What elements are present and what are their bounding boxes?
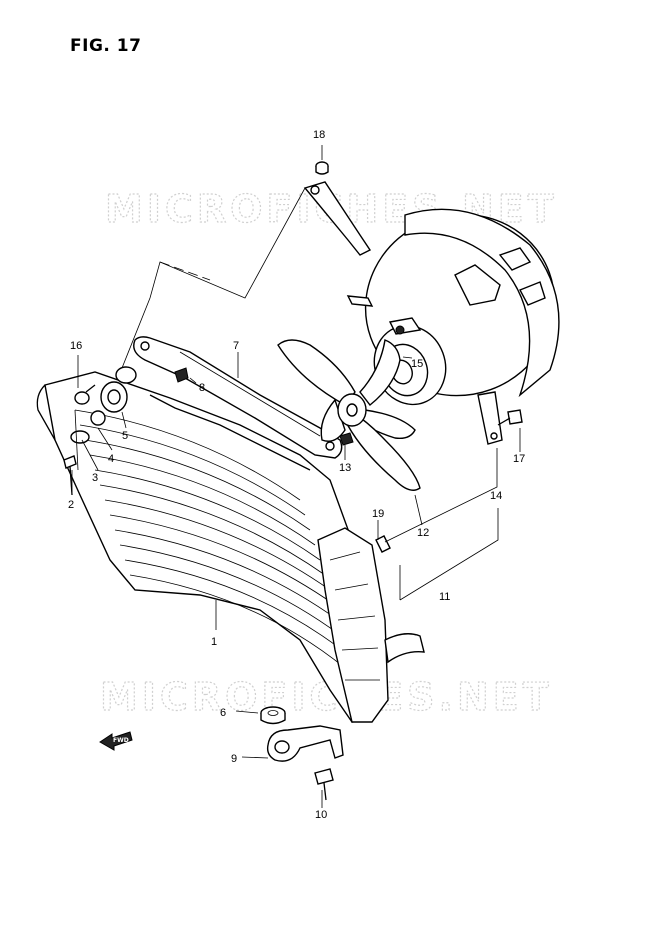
fan-blade <box>277 339 421 491</box>
callout-6: 6 <box>220 707 226 719</box>
callout-16: 16 <box>70 340 82 352</box>
callout-12: 12 <box>417 527 429 539</box>
callout-4: 4 <box>108 453 114 465</box>
callout-8: 8 <box>199 382 205 394</box>
watermark-bottom: MICROFICHES.NET <box>100 675 553 719</box>
callout-7: 7 <box>233 340 239 352</box>
callout-5: 5 <box>122 430 128 442</box>
radiator <box>36 371 425 723</box>
bracket-9 <box>266 725 344 762</box>
bolt-8 <box>174 367 189 383</box>
callout-19: 19 <box>372 508 384 520</box>
fwd-label: FWD <box>113 737 129 744</box>
bracket-7 <box>133 336 343 459</box>
figure-title: FIG. 17 <box>70 36 142 56</box>
callout-18: 18 <box>313 129 325 141</box>
callout-1: 1 <box>211 636 217 648</box>
nut-13 <box>339 432 354 446</box>
callouts: 1 2 3 4 5 6 7 8 9 10 11 12 13 14 15 16 1… <box>68 129 525 821</box>
bolt-10 <box>314 768 334 801</box>
fan-motor <box>373 317 447 406</box>
radiator-fins <box>74 409 346 669</box>
callout-3: 3 <box>92 472 98 484</box>
nut-18 <box>315 161 329 175</box>
callout-14: 14 <box>490 490 502 502</box>
callout-10: 10 <box>315 809 327 821</box>
bolt-17 <box>497 409 523 426</box>
fwd-arrow: FWD <box>99 731 133 751</box>
left-mount-parts <box>63 366 137 496</box>
callout-9: 9 <box>231 753 237 765</box>
callout-11: 11 <box>439 591 450 603</box>
grommet-6 <box>260 706 286 725</box>
callout-17: 17 <box>513 453 525 465</box>
callout-2: 2 <box>68 499 74 511</box>
leader-lines <box>71 145 521 808</box>
callout-15: 15 <box>411 358 423 370</box>
callout-13: 13 <box>339 462 351 474</box>
clip-19 <box>375 535 391 553</box>
